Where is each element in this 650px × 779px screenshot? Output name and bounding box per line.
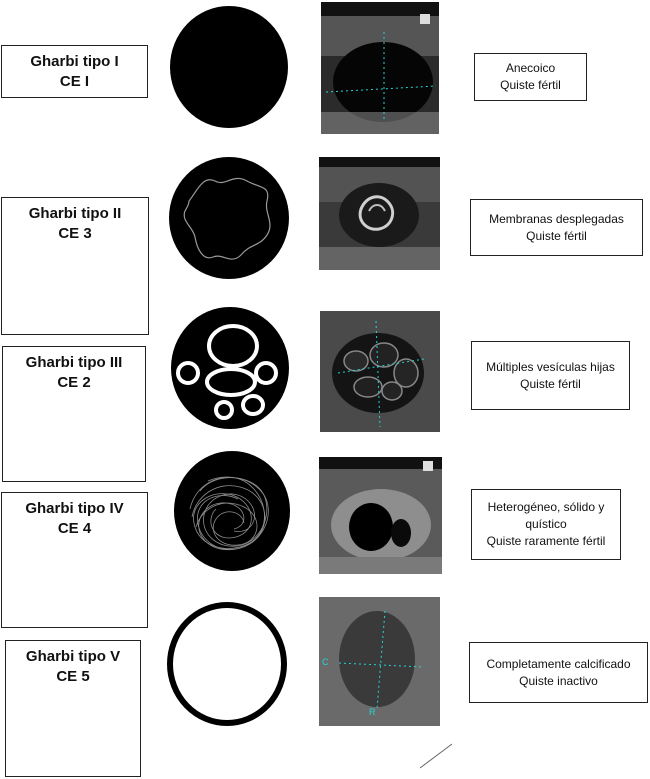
description-4-line-3: Quiste raramente fértil bbox=[486, 534, 606, 548]
description-4-line-2: quístico bbox=[525, 517, 567, 531]
ce-stage-3: CE 2 bbox=[57, 374, 91, 391]
description-4-line-1: Heterogéneo, sólido y bbox=[487, 500, 605, 514]
r-marker-label: R bbox=[369, 707, 376, 717]
schematic-type-4 bbox=[174, 451, 290, 571]
gharbi-type-3: Gharbi tipo III bbox=[25, 354, 123, 371]
ultrasound-image-4 bbox=[319, 457, 442, 574]
description-box-2: Membranas desplegadas Quiste fértil bbox=[470, 199, 643, 256]
ultrasound-image-1 bbox=[321, 2, 439, 134]
schematic-type-3 bbox=[171, 307, 289, 429]
ce-stage-4: CE 4 bbox=[57, 520, 92, 537]
classification-label-4: Gharbi tipo IV CE 4 bbox=[1, 492, 148, 628]
gharbi-type-4: Gharbi tipo IV bbox=[25, 500, 124, 517]
description-box-4: Heterogéneo, sólido y quístico Quiste ra… bbox=[471, 489, 621, 560]
description-1-line-1: Anecoico bbox=[505, 61, 556, 75]
ce-stage-2: CE 3 bbox=[58, 225, 92, 242]
description-5-line-2: Quiste inactivo bbox=[519, 673, 598, 688]
description-1-line-2: Quiste fértil bbox=[500, 78, 561, 92]
decorative-stroke bbox=[419, 743, 453, 769]
ultrasound-image-3 bbox=[320, 311, 440, 432]
description-3-line-1: Múltiples vesículas hijas bbox=[486, 359, 615, 374]
schematic-type-2 bbox=[169, 157, 289, 279]
ce-stage-1: CE I bbox=[59, 73, 90, 90]
schematic-type-1 bbox=[170, 6, 288, 128]
ce-stage-5: CE 5 bbox=[56, 668, 90, 685]
schematic-type-5 bbox=[167, 602, 287, 726]
description-2-line-2: Quiste fértil bbox=[526, 228, 587, 243]
gharbi-type-1: Gharbi tipo I bbox=[30, 53, 119, 70]
description-box-3: Múltiples vesículas hijas Quiste fértil bbox=[471, 341, 630, 410]
gharbi-type-5: Gharbi tipo V bbox=[25, 648, 121, 665]
description-5-line-1: Completamente calcificado bbox=[486, 656, 631, 671]
classification-label-5: Gharbi tipo V CE 5 bbox=[5, 640, 141, 777]
classification-label-2: Gharbi tipo II CE 3 bbox=[1, 197, 149, 335]
description-box-5: Completamente calcificado Quiste inactiv… bbox=[469, 642, 648, 703]
classification-label-3: Gharbi tipo III CE 2 bbox=[2, 346, 146, 482]
description-2-line-1: Membranas desplegadas bbox=[489, 211, 624, 226]
c-marker-label: C bbox=[322, 657, 329, 667]
classification-label-1: Gharbi tipo I CE I bbox=[1, 45, 148, 98]
ultrasound-image-5: C R bbox=[319, 597, 440, 726]
description-box-1: Anecoico Quiste fértil bbox=[474, 53, 587, 101]
ultrasound-image-2 bbox=[319, 157, 440, 270]
description-3-line-2: Quiste fértil bbox=[520, 376, 581, 391]
gharbi-type-2: Gharbi tipo II bbox=[28, 205, 122, 222]
